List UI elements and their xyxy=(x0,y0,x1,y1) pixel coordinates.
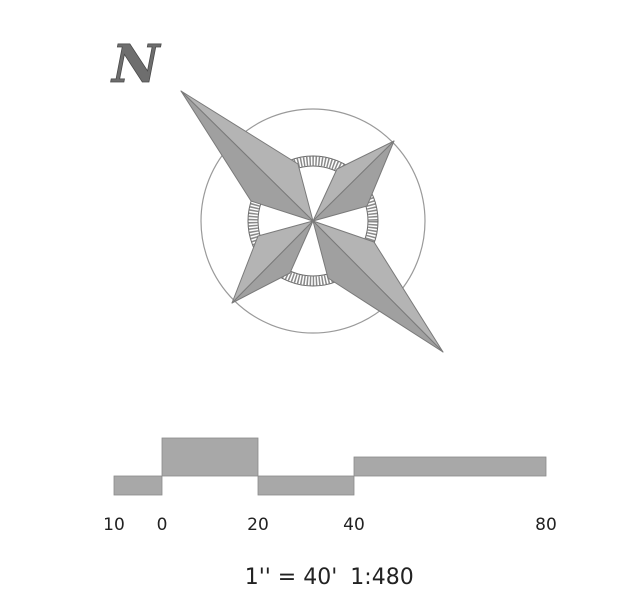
scale-representative-fraction: 1:480 xyxy=(350,565,413,590)
scale-tick-label: 20 xyxy=(247,515,269,535)
north-arrow: N xyxy=(110,34,444,353)
scale-tick-label: 10 xyxy=(103,515,125,535)
scale-segment-20-40 xyxy=(257,475,355,496)
scale-bar: 10 0 20 40 80 1'' = 40' 1:480 xyxy=(103,437,557,590)
compass-inner-ring-edge-inner xyxy=(257,165,369,277)
compass-point-nw-shade xyxy=(180,90,314,222)
compass-star xyxy=(180,90,444,353)
compass-inner-ring xyxy=(248,156,378,286)
scale-ratio-text: 1'' = 40' xyxy=(245,565,338,590)
north-label: N xyxy=(110,34,162,95)
scale-segment-10-0 xyxy=(113,475,163,496)
scale-segment-40-80 xyxy=(353,456,547,477)
compass-point-se-shade xyxy=(312,220,444,353)
compass-point-ne-shade xyxy=(312,140,395,222)
scale-tick-label: 80 xyxy=(535,515,557,535)
scale-bar-segments xyxy=(113,437,547,496)
scale-tick-labels: 10 0 20 40 80 xyxy=(103,515,557,535)
compass-point-sw-shade xyxy=(231,220,314,304)
compass-inner-ring-edge-outer xyxy=(247,155,379,287)
compass-rose-icon xyxy=(180,90,444,353)
scale-segment-0-20 xyxy=(161,437,259,477)
scale-tick-label: 0 xyxy=(157,515,168,535)
compass-outer-ring xyxy=(200,108,426,334)
scale-tick-label: 40 xyxy=(343,515,365,535)
